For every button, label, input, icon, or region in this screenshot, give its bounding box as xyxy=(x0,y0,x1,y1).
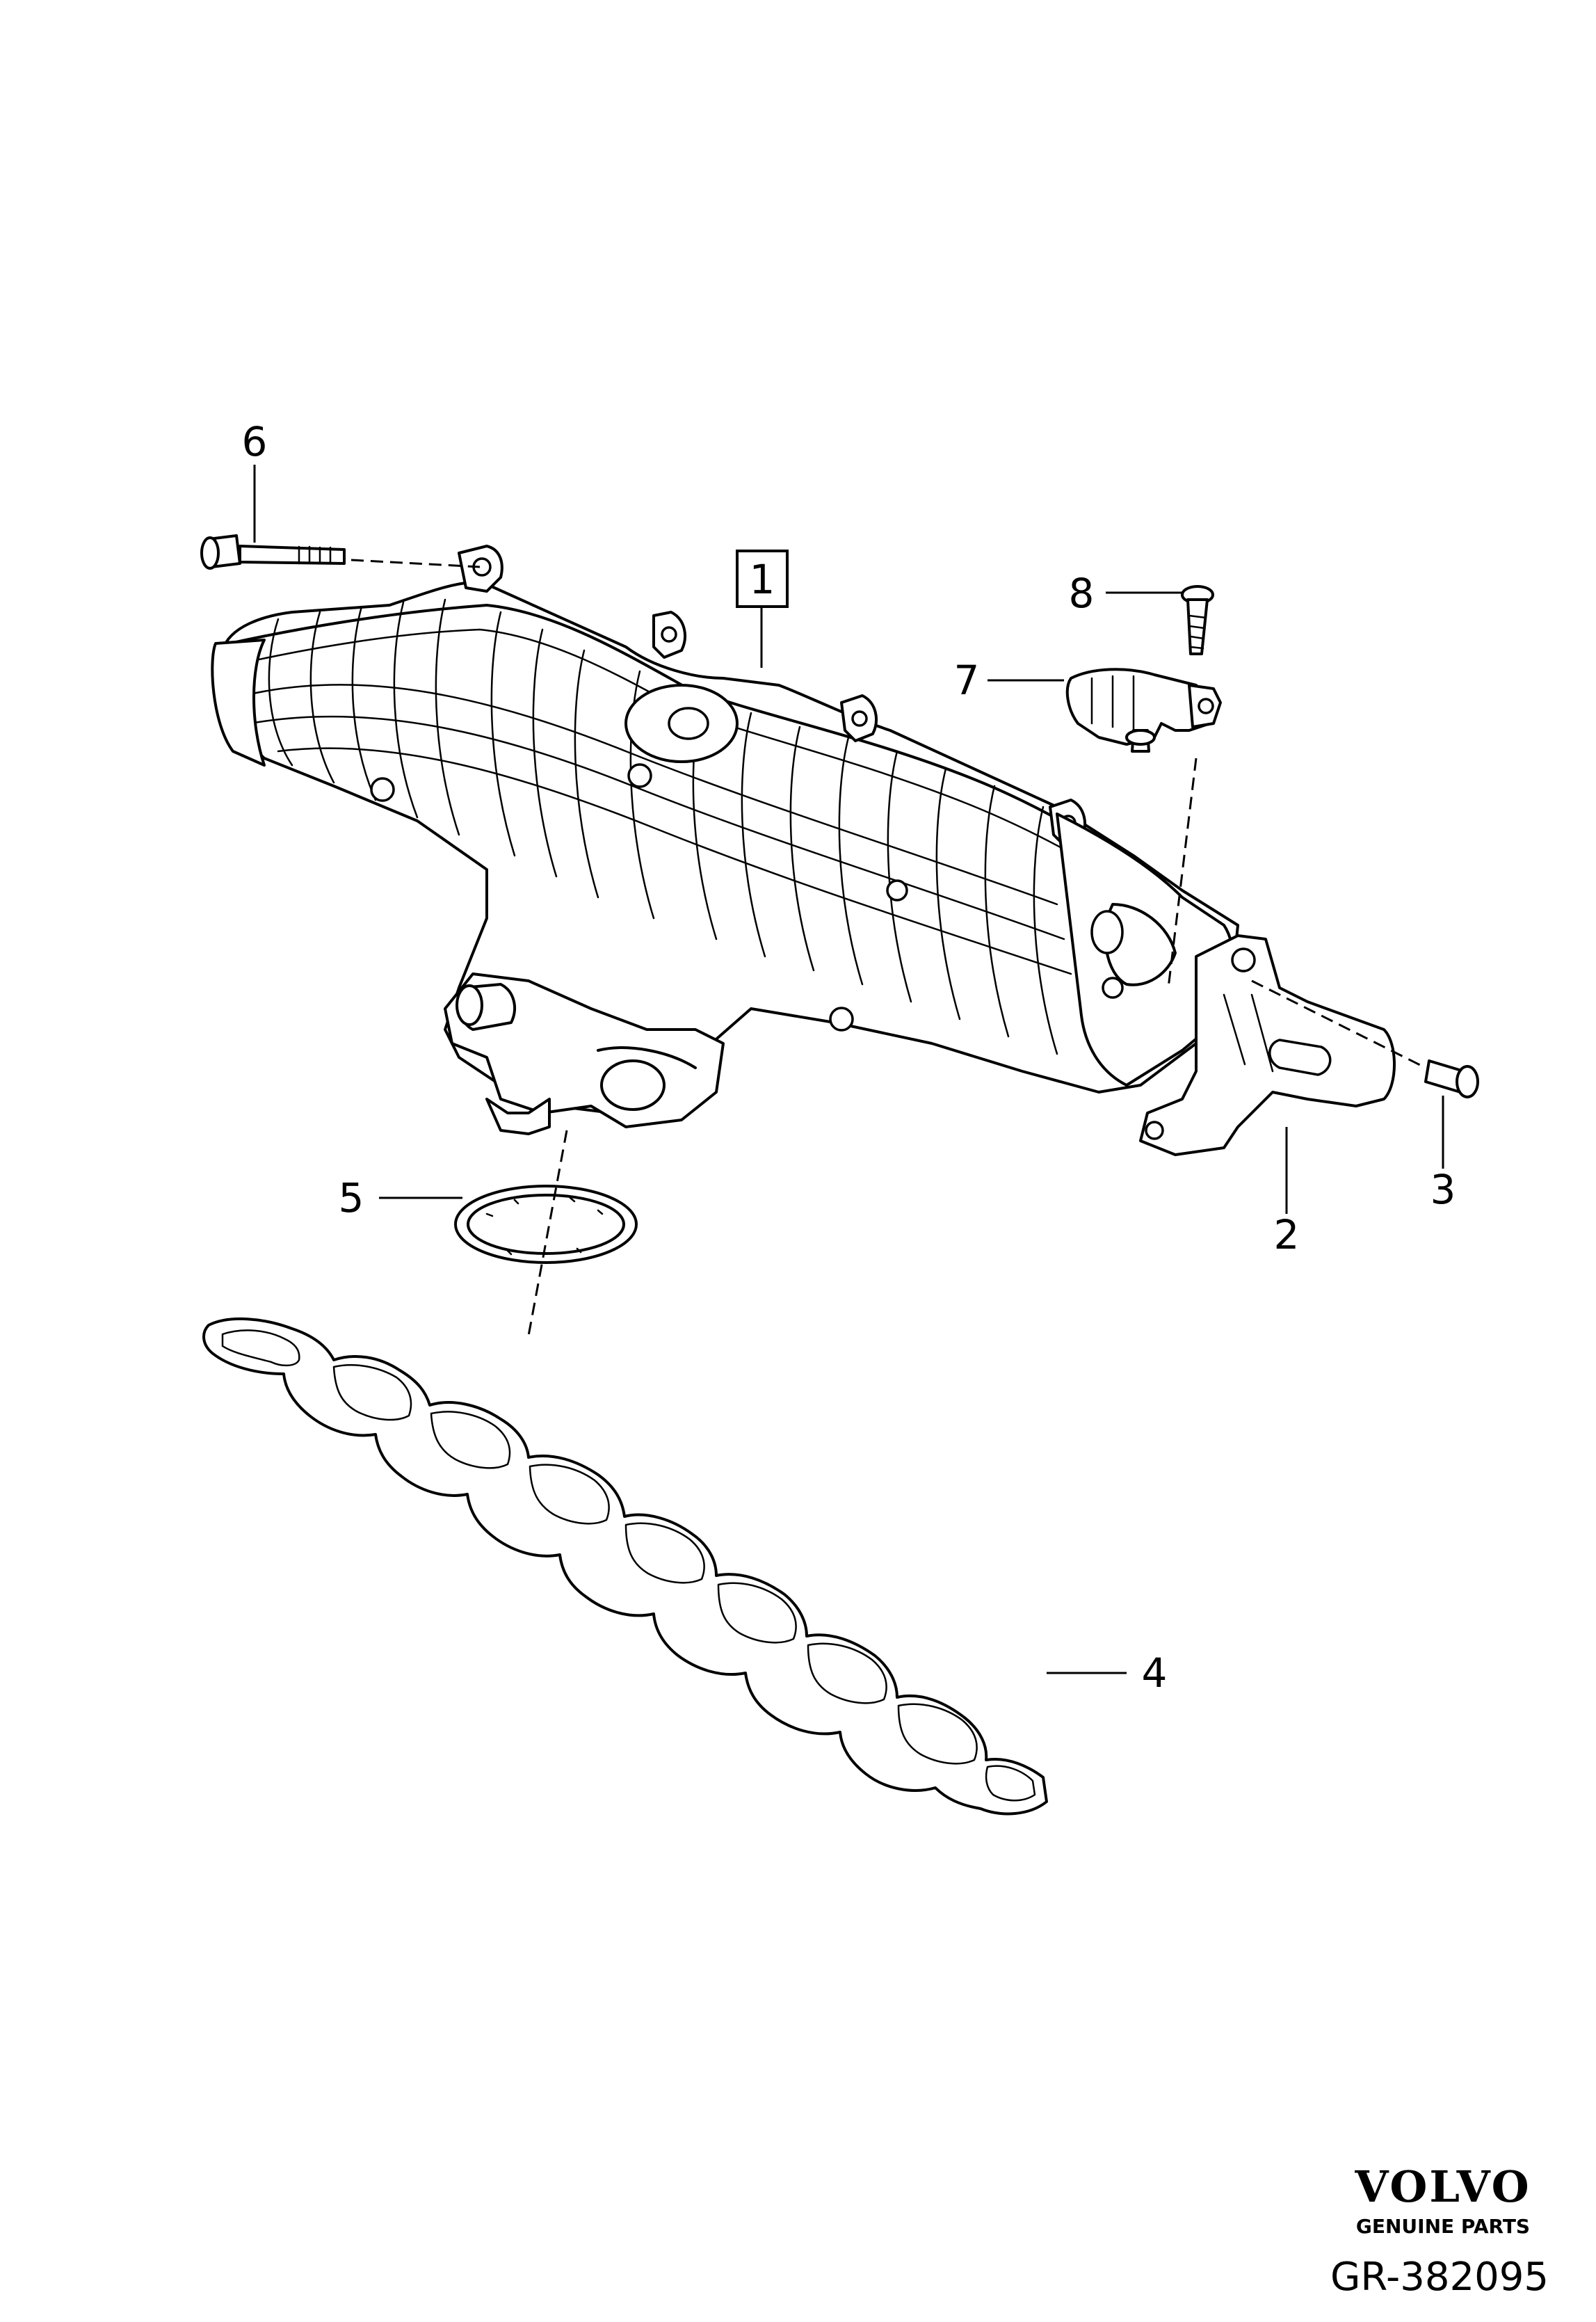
bolt-6-illustration xyxy=(200,534,481,570)
intake-manifold-illustration xyxy=(211,545,1396,1156)
leader-lines xyxy=(253,465,1444,1674)
callout-1-box xyxy=(736,550,789,608)
callout-2: 2 xyxy=(1274,1211,1300,1258)
bolt-3-illustration xyxy=(1251,979,1479,1098)
genuine-parts-label: GENUINE PARTS xyxy=(1356,2215,1530,2238)
sensor-7-illustration xyxy=(1065,668,1222,753)
callout-7: 7 xyxy=(954,657,980,704)
callout-4: 4 xyxy=(1142,1649,1168,1697)
callout-1: 1 xyxy=(750,556,775,603)
o-ring-5-illustration xyxy=(454,1130,638,1336)
brand-block: VOLVO GENUINE PARTS GR-382095 xyxy=(1330,2161,1549,2300)
volvo-logo: VOLVO xyxy=(1354,2161,1531,2212)
callout-3: 3 xyxy=(1430,1166,1456,1213)
callout-8: 8 xyxy=(1069,570,1095,617)
gasket-4-illustration xyxy=(202,1317,1048,1816)
diagram-code: GR-382095 xyxy=(1330,2255,1549,2300)
callout-5: 5 xyxy=(339,1174,364,1222)
callouts: 1 2 3 4 5 6 7 8 xyxy=(242,418,1456,1697)
screw-8-illustration xyxy=(1167,585,1214,988)
callout-6: 6 xyxy=(242,418,268,465)
